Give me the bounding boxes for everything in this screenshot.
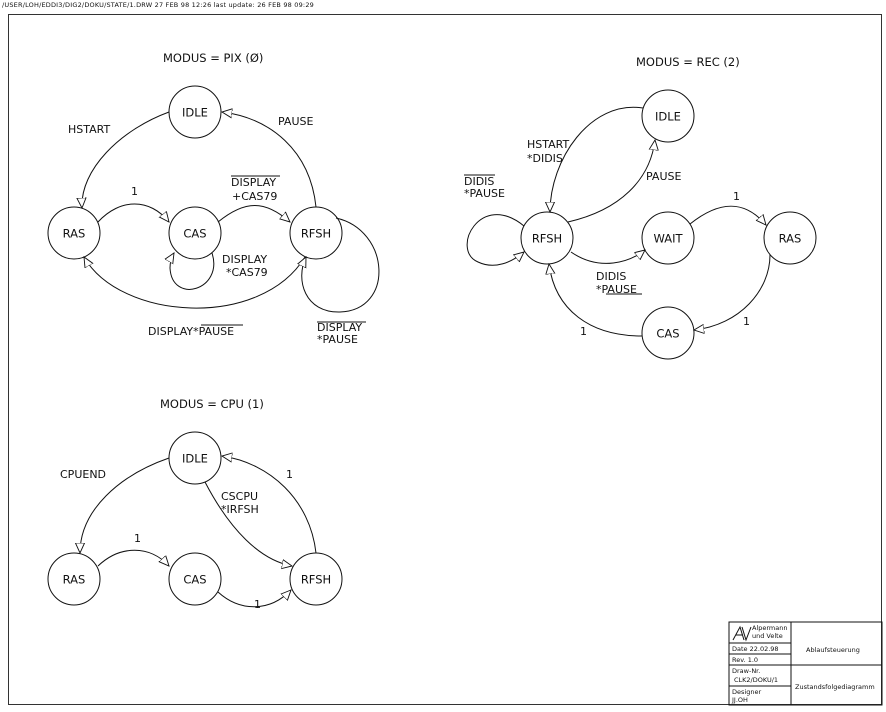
pix-cas-self-loop	[170, 253, 215, 290]
cpu-cas-to-rfsh-arrow	[217, 590, 291, 608]
pix-rfsh-to-ras-arrow	[84, 257, 306, 309]
rec-pause-label: PAUSE	[646, 170, 681, 183]
rec-didis-star-label: *DIDIS	[527, 152, 563, 165]
cpu-ras-cas-one: 1	[134, 532, 141, 545]
rec-hstart-label: HSTART	[527, 138, 569, 151]
pix-pause-label: PAUSE	[278, 115, 313, 128]
rec-rfsh-self-loop	[466, 214, 524, 266]
cpu-ras-to-cas-arrow	[97, 549, 169, 566]
pix-rfsh-label: RFSH	[301, 227, 331, 241]
cpu-idle-label: IDLE	[182, 452, 208, 466]
pix-cas79-plus-label: +CAS79	[232, 190, 277, 203]
cpu-rfsh-to-idle-arrow	[222, 456, 317, 554]
company-name-b: und Velte	[752, 632, 783, 640]
pix-ras-state	[47, 206, 101, 260]
rec-didis-over-label: DIDIS	[464, 175, 494, 188]
cpu-idle-to-rfsh-arrow	[204, 481, 292, 566]
cpu-cas-label: CAS	[183, 573, 206, 587]
description-line-2: Zustandsfolgediagramm	[795, 683, 875, 691]
rec-wait-to-ras-arrow	[689, 205, 766, 225]
rec-didis2-label: DIDIS	[596, 270, 626, 283]
pix-rfsh-self-label-a: DISPLAY	[317, 321, 362, 334]
drawing-number-label: Draw-Nr.	[732, 667, 760, 675]
rec-title: MODUS = REC (2)	[636, 55, 740, 69]
rec-ras-label: RAS	[779, 232, 802, 246]
pix-cas-label: CAS	[183, 227, 206, 241]
rec-wait-label: WAIT	[653, 232, 683, 246]
rec-cas-label: CAS	[656, 327, 679, 341]
pix-cas79-star-label: *CAS79	[226, 266, 268, 279]
pix-ras-cas-one: 1	[131, 185, 138, 198]
rec-idle-state	[641, 89, 695, 143]
cpu-title: MODUS = CPU (1)	[160, 397, 264, 411]
rec-idle-to-rfsh-arrow	[550, 106, 644, 212]
pix-ras-label: RAS	[63, 227, 86, 241]
rec-wait-state	[641, 211, 695, 265]
cpu-cscpu-label: CSCPU	[221, 490, 258, 503]
cpu-cas-rfsh-one: 1	[254, 598, 261, 611]
drawing-number: CLK2/DOKU/1	[734, 676, 778, 684]
description-line-1: Ablaufsteuerung	[806, 646, 860, 654]
cpu-idle-to-ras-arrow	[80, 457, 170, 553]
pix-title: MODUS = PIX (Ø)	[163, 51, 263, 65]
rec-ras-state	[763, 211, 817, 265]
rec-ras-cas-one: 1	[743, 315, 750, 328]
pix-rfsh-self-label-b: *PAUSE	[317, 333, 358, 346]
cpu-rfsh-idle-one: 1	[286, 468, 293, 481]
cpu-cas-state	[168, 552, 222, 606]
rec-ras-to-cas-arrow	[694, 254, 771, 330]
designer-name: JJ.OH	[731, 696, 748, 704]
rec-wait-ras-one: 1	[733, 190, 740, 203]
pix-ras-to-cas-arrow	[97, 203, 169, 222]
revision-field: Rev. 1.0	[732, 656, 758, 664]
pix-display2-label: DISPLAY	[222, 253, 267, 266]
cpu-cpuend-label: CPUEND	[60, 468, 106, 481]
rec-rfsh-to-idle-arrow	[567, 140, 655, 223]
company-logo	[732, 625, 752, 642]
cpu-ras-state	[47, 552, 101, 606]
pix-cas-state	[168, 206, 222, 260]
pix-display-label: DISPLAY	[231, 176, 276, 189]
rec-rfsh-to-wait-arrow	[570, 250, 645, 264]
rec-cas-rfsh-one: 1	[580, 325, 587, 338]
pix-display-pause-label: DISPLAY*PAUSE	[148, 325, 234, 338]
rec-pause2-label: *PAUSE	[596, 283, 637, 296]
pix-rfsh-self-loop	[302, 217, 380, 313]
title-block	[728, 621, 883, 706]
rec-idle-label: IDLE	[655, 110, 681, 124]
pix-idle-to-ras-arrow	[82, 111, 170, 208]
pix-cas-to-rfsh-arrow	[217, 205, 290, 223]
rec-rfsh-label: RFSH	[532, 232, 562, 246]
rec-cas-to-rfsh-arrow	[549, 264, 643, 337]
pix-rfsh-to-idle-arrow	[222, 112, 317, 208]
cpu-ras-label: RAS	[63, 573, 86, 587]
date-field: Date 22.02.98	[732, 645, 779, 653]
designer-label: Designer	[732, 688, 761, 696]
cpu-rfsh-label: RFSH	[301, 573, 331, 587]
rec-pause-star-label: *PAUSE	[464, 187, 505, 200]
drawing-frame	[8, 14, 882, 705]
file-path-header: /USER/LOH/EDDI3/DIG2/DOKU/STATE/1.DRW 27…	[2, 1, 314, 9]
company-name-a: Alpermann	[752, 624, 788, 632]
pix-hstart-label: HSTART	[68, 123, 110, 136]
cpu-irfsh-label: *IRFSH	[221, 503, 259, 516]
pix-idle-label: IDLE	[182, 106, 208, 120]
